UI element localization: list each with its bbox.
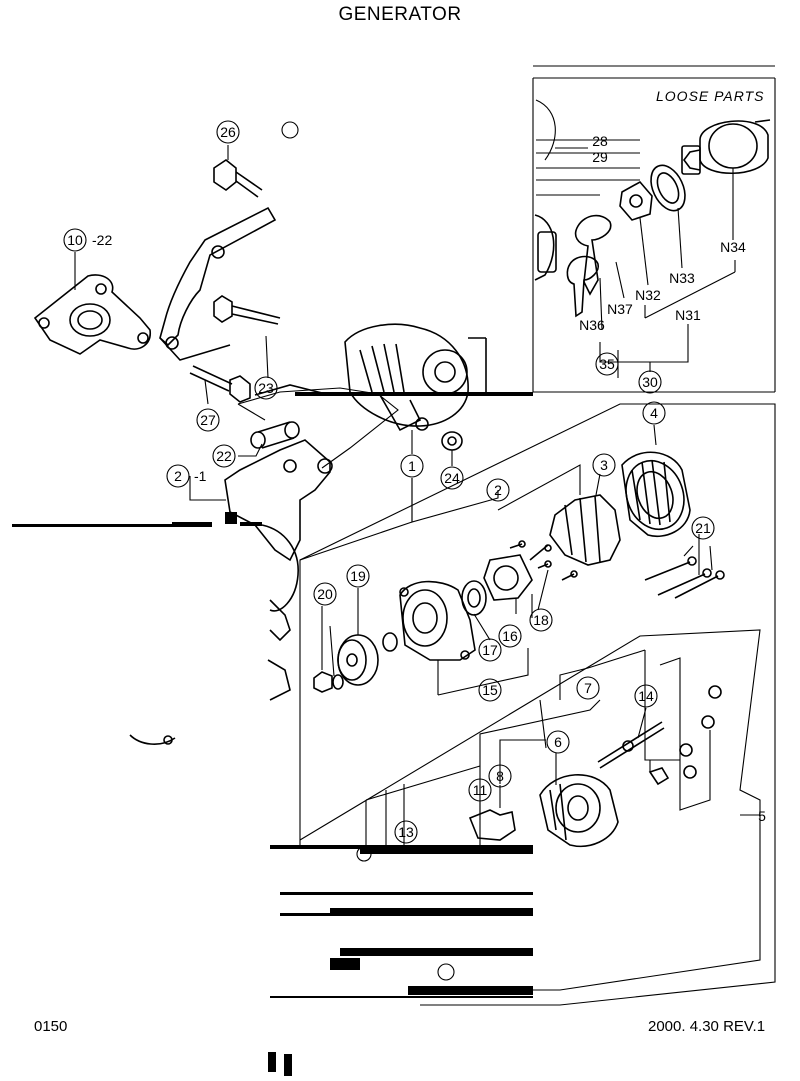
- front-housing: [399, 580, 476, 661]
- rear-cover-6: [539, 774, 619, 847]
- exploded-leaders: [321, 424, 760, 848]
- bolt-26: [213, 159, 263, 198]
- callout-8: 8: [496, 768, 504, 784]
- callout-10: 10: [67, 232, 83, 248]
- spacer: [382, 632, 398, 652]
- callout-n33: N33: [669, 270, 695, 286]
- rotor-3: [529, 494, 621, 566]
- callout-23: 23: [258, 380, 274, 396]
- stator-4: [621, 451, 691, 537]
- bolts-21: [644, 556, 725, 599]
- callout-5: 5: [758, 808, 766, 824]
- callout-20: 20: [317, 586, 333, 602]
- callout-30: 30: [642, 374, 658, 390]
- screws-18: [509, 540, 578, 581]
- callout-17: 17: [482, 642, 498, 658]
- terminal-rod-14: [597, 721, 665, 769]
- callout-3: 3: [600, 457, 608, 473]
- connector-n34: [681, 119, 771, 175]
- nut-washer-20: [313, 671, 344, 693]
- lower-bracket: [129, 439, 333, 745]
- callout-10-suffix: -22: [92, 232, 112, 248]
- callout-1: 1: [408, 458, 416, 474]
- callout-6: 6: [554, 734, 562, 750]
- callout-29: 29: [592, 149, 608, 165]
- assembly-outline: [237, 387, 399, 469]
- brush-holder-11: [468, 809, 516, 841]
- callout-7: 7: [584, 680, 592, 696]
- callout-13: 13: [398, 824, 414, 840]
- callout-16: 16: [502, 628, 518, 644]
- callout-21: 21: [695, 520, 711, 536]
- alternator-assembly: [344, 323, 487, 432]
- pulley-19: [337, 634, 379, 686]
- callout-2-ref-suffix: -1: [194, 468, 207, 484]
- callout-2-ref: 2: [174, 468, 182, 484]
- plate-16: [483, 554, 533, 601]
- heavy-rails: [12, 392, 533, 1076]
- callout-24: 24: [444, 470, 460, 486]
- loose-parts-label: LOOSE PARTS: [656, 88, 765, 104]
- callout-27: 27: [200, 412, 216, 428]
- callout-35: 35: [599, 356, 615, 372]
- bushing-22: [250, 421, 300, 449]
- callout-11: 11: [473, 782, 488, 798]
- callouts: 26 10 -22 23 27 22 2 -1 1 24 2 3 4 21 19…: [63, 120, 766, 844]
- loose-parts-box: LOOSE PARTS: [532, 65, 776, 393]
- callout-28: 28: [592, 133, 608, 149]
- callout-4: 4: [650, 405, 658, 421]
- callout-n32: N32: [635, 287, 661, 303]
- callout-2: 2: [494, 482, 502, 498]
- callout-n34: N34: [720, 239, 746, 255]
- callout-19: 19: [350, 568, 366, 584]
- callout-18: 18: [533, 612, 549, 628]
- upper-left-leaders: [74, 145, 453, 501]
- bolt-27: [189, 365, 251, 403]
- callout-n37: N37: [607, 301, 633, 317]
- callout-22: 22: [216, 448, 232, 464]
- bolt-23: [213, 295, 281, 325]
- loose-parts-leaders: [555, 147, 736, 378]
- callout-n36: N36: [579, 317, 605, 333]
- callout-26: 26: [220, 124, 236, 140]
- tensioner-bracket: [33, 274, 151, 355]
- callout-n31: N31: [675, 307, 701, 323]
- page-title: GENERATOR: [338, 4, 462, 25]
- nut-n32: [619, 180, 653, 221]
- page-number: 0150: [34, 1018, 68, 1035]
- revision-date: 2000. 4.30 REV.1: [648, 1018, 766, 1035]
- keys-n36-n37: [566, 214, 612, 318]
- callout-14: 14: [638, 688, 654, 704]
- callout-15: 15: [482, 682, 498, 698]
- mounting-bracket: [159, 206, 331, 396]
- nut-24: [441, 431, 463, 451]
- registration-marks: [281, 121, 455, 981]
